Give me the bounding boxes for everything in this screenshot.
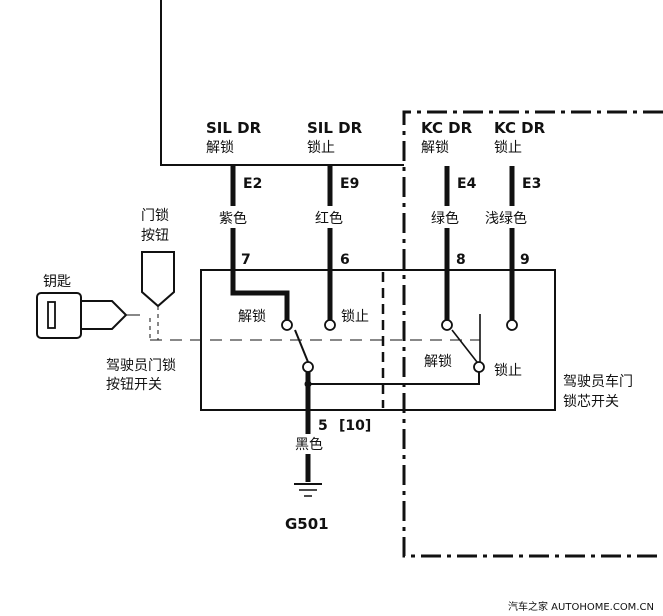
cylinder-lock-label: 锁止 <box>494 363 522 379</box>
wire-color-sil-lock: 红色 <box>315 210 343 227</box>
cylinder-switch-label-1: 驾驶员车门 <box>563 373 633 390</box>
kc-lock-function: 锁止 <box>494 140 522 156</box>
ground-id: G501 <box>285 515 329 533</box>
sil-lock-function: 锁止 <box>307 140 335 156</box>
module-boundary <box>402 110 663 558</box>
cylinder-switch <box>441 314 518 373</box>
key-label: 钥匙 <box>43 274 71 290</box>
switch-pivot-2 <box>473 361 485 373</box>
pin-number-6: 6 <box>340 252 350 268</box>
contact-lock-1 <box>324 319 336 331</box>
pin-code-e3: E3 <box>522 176 541 192</box>
pin-number-7: 7 <box>241 252 251 268</box>
ground-pin-number: 5 <box>318 418 328 434</box>
sil-lock-module: SIL DR <box>307 119 363 137</box>
kc-lock-module: KC DR <box>494 119 546 137</box>
pin-number-8: 8 <box>456 252 466 268</box>
contact-unlock-2 <box>441 319 453 331</box>
ground-wire-color: 黑色 <box>295 436 323 453</box>
ground-symbol <box>294 483 322 497</box>
sil-unlock-module: SIL DR <box>206 119 262 137</box>
kc-unlock-module: KC DR <box>421 119 473 137</box>
knob-switch-label-1: 驾驶员门锁 <box>106 358 176 374</box>
knob-unlock-label: 解锁 <box>238 309 266 325</box>
wire-color-kc-unlock: 绿色 <box>431 210 459 227</box>
watermark: 汽车之家 AUTOHOME.COM.CN <box>508 600 654 613</box>
door-lock-button-label-2: 按钮 <box>141 228 169 244</box>
contact-lock-2 <box>506 319 518 331</box>
knob-switch-label-2: 按钮开关 <box>106 377 162 393</box>
wire-color-kc-lock: 浅绿色 <box>485 210 527 227</box>
door-lock-button-label-1: 门锁 <box>141 208 169 224</box>
wire-color-sil-unlock: 紫色 <box>219 210 247 227</box>
contact-unlock-1 <box>281 319 293 331</box>
pin-code-e4: E4 <box>457 176 477 192</box>
pin-code-e2: E2 <box>243 176 262 192</box>
ground-pin-ref: [10] <box>339 418 371 434</box>
kc-unlock-function: 解锁 <box>421 140 449 156</box>
control-unit-outline <box>160 0 404 166</box>
knob-switch <box>281 319 336 384</box>
key-icon <box>36 292 151 340</box>
knob-lock-label: 锁止 <box>341 309 369 325</box>
wire-sil-unlock <box>230 166 290 320</box>
cylinder-switch-label-2: 锁芯开关 <box>563 394 619 410</box>
switch-pivot-1 <box>302 361 314 373</box>
cylinder-unlock-label: 解锁 <box>424 354 452 370</box>
ground-bus <box>308 372 480 385</box>
splice-point <box>304 380 312 388</box>
pin-code-e9: E9 <box>340 176 359 192</box>
sil-unlock-function: 解锁 <box>206 140 234 156</box>
door-lock-button-icon <box>141 251 175 340</box>
pin-number-9: 9 <box>520 252 530 268</box>
